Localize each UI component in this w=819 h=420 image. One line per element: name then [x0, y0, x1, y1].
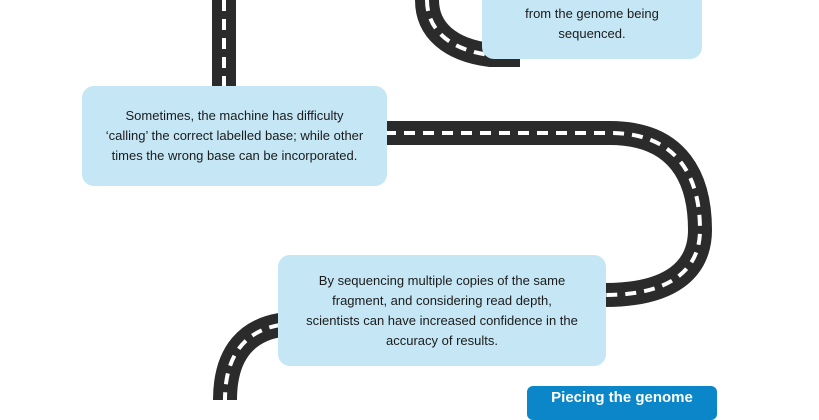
section-header-label: Piecing the genome: [551, 389, 693, 406]
info-box-calling-base: Sometimes, the machine has difficulty ‘c…: [82, 86, 387, 186]
road-lane-marking: [223, 323, 281, 400]
box-text-line: scientists can have increased confidence…: [306, 312, 578, 328]
box-text-line: accuracy of results.: [386, 332, 498, 348]
road-lane-marking: [425, 0, 520, 57]
road-lane-marking: [385, 131, 703, 297]
box-text-line: By sequencing multiple copies of the sam…: [318, 272, 566, 288]
info-box-genome-sequenced: from the genome being sequenced.: [482, 0, 702, 59]
box-text-line: fragment, and considering read depth,: [332, 292, 552, 308]
box-text-line: times the wrong base can be incorporated…: [111, 148, 358, 163]
box-text-line: Sometimes, the machine has difficulty: [125, 108, 344, 123]
box-text-line: ‘calling’ the correct labelled base; whi…: [105, 128, 364, 143]
box-text-line: sequenced.: [558, 25, 626, 41]
box-text-line: from the genome being: [525, 5, 659, 21]
info-box-read-depth: By sequencing multiple copies of the sam…: [278, 255, 606, 366]
section-header-tab: Piecing the genome: [527, 386, 717, 420]
